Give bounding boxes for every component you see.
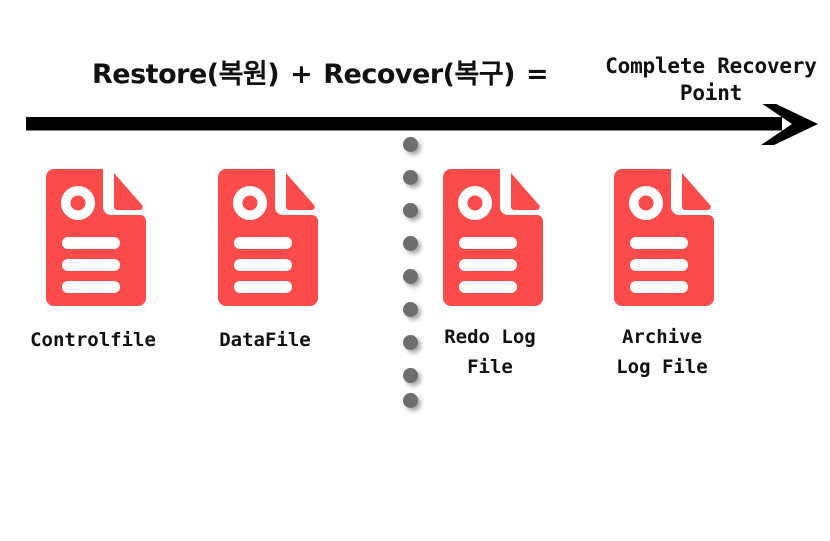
separator-dot [403,137,418,152]
icon-label-datafile: DataFile [219,329,311,351]
icon-label-redo-log-file: Redo Log File [444,326,536,378]
separator-dot [403,203,418,218]
icon-label-controlfile: Controlfile [30,329,156,351]
title-result-line1: Complete Recovery [605,54,817,78]
title-recover-term: Recover(복구) [323,59,515,90]
separator-dot [403,335,418,350]
dotted-separator [403,137,425,409]
time-arrow-icon [26,104,818,145]
separator-dot [403,170,418,185]
title-restore-term: Restore(복원) [92,59,280,90]
title-plus-operator: + [290,59,313,90]
title-result: Complete Recovery Point [595,53,827,107]
diagram-title: Restore(복원) + Recover(복구) = Complete Recove… [0,48,830,110]
separator-dot [403,269,418,284]
document-icon [614,169,714,306]
separator-dot [403,368,418,383]
title-equation: Restore(복원) + Recover(복구) = [92,52,559,91]
separator-dot [403,302,418,317]
title-result-line2: Point [679,81,743,105]
icon-label-archive-log-file: Archive Log File [616,326,708,378]
document-icon [46,169,146,306]
separator-dot [403,393,418,408]
title-equals-operator: = [526,59,549,90]
document-icon [443,169,543,306]
document-icon [218,169,318,306]
separator-dot [403,236,418,251]
